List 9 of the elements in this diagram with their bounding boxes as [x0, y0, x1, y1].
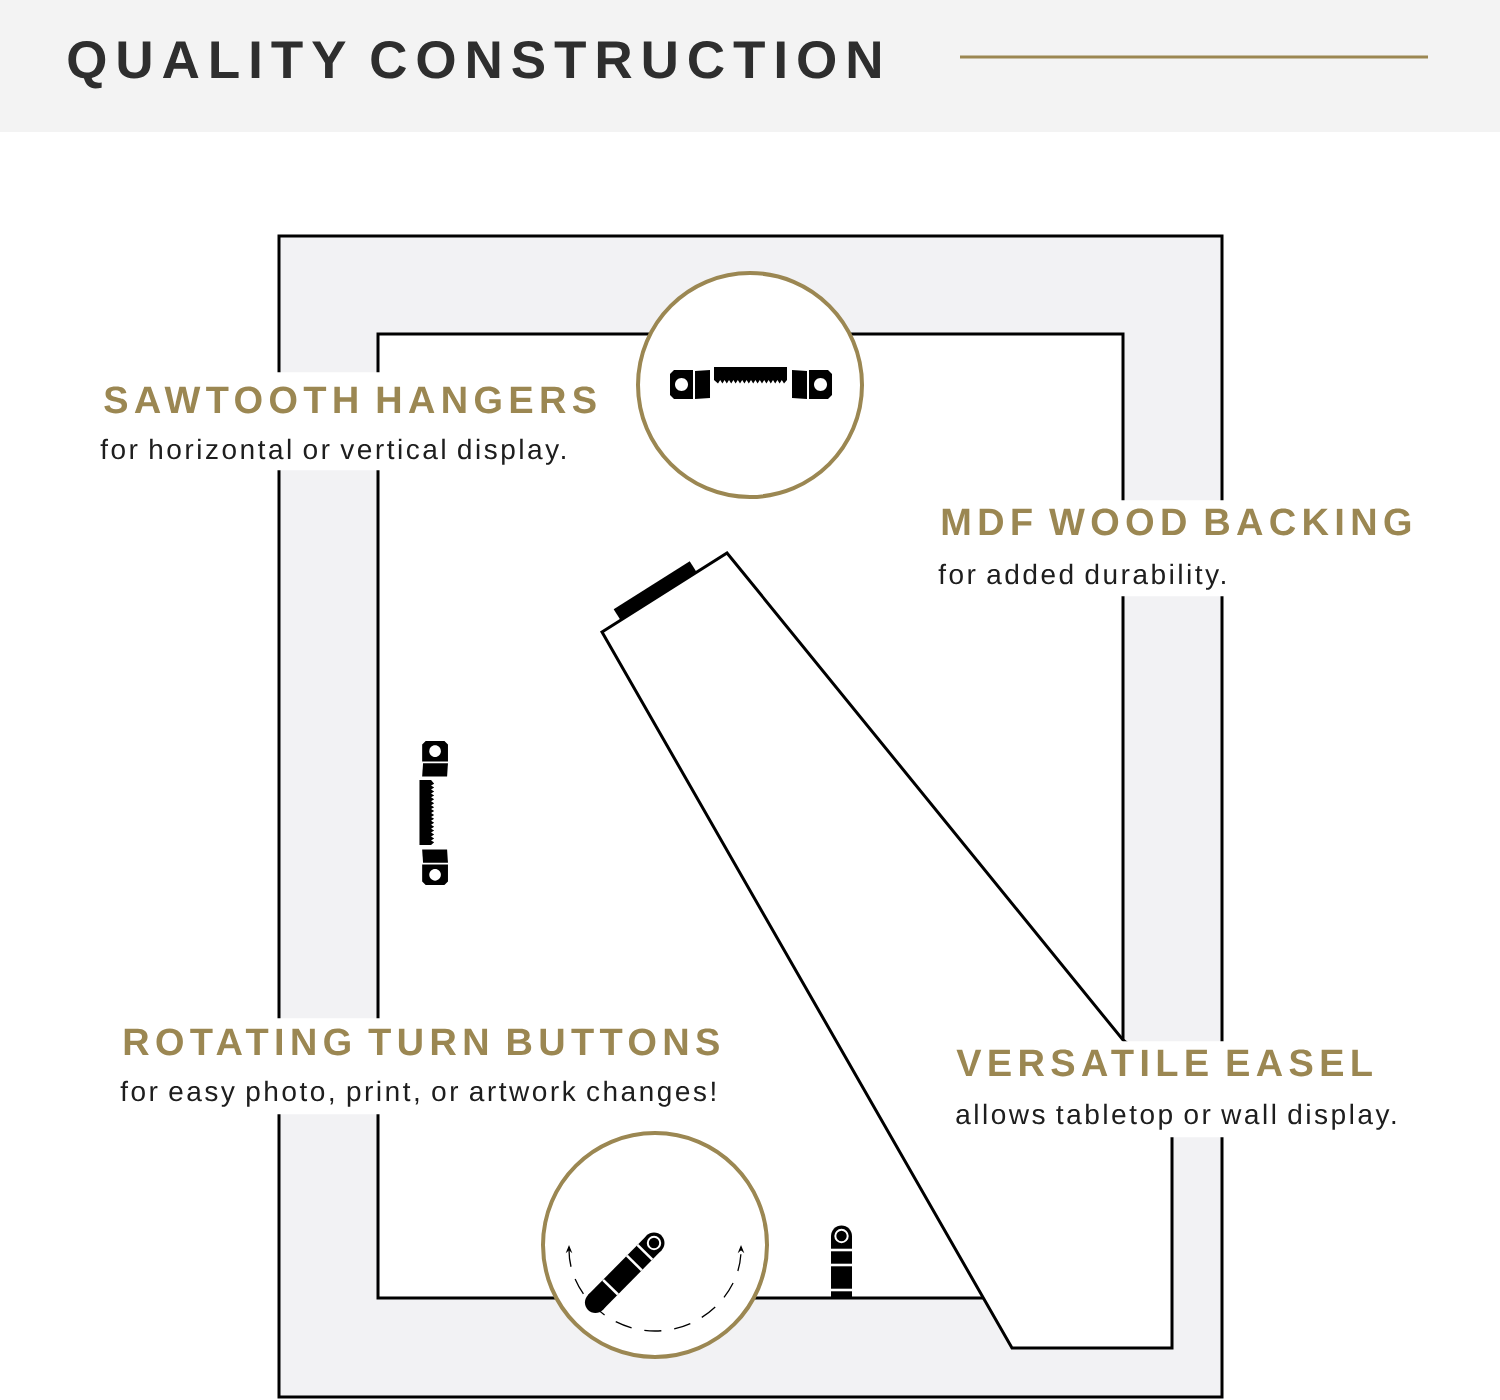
feature-description: for horizontal or vertical display. [100, 438, 565, 465]
feature-description: for easy photo, print, or artwork changes! [120, 1080, 715, 1107]
feature-heading: MDF WOOD BACKING [942, 508, 1411, 536]
title: QUALITY CONSTRUCTION [68, 41, 880, 89]
feature-description: allows tabletop or wall display. [956, 1103, 1396, 1130]
feature-heading: ROTATING TURN BUTTONS [124, 1028, 719, 1056]
feature-heading: SAWTOOTH HANGERS [104, 386, 596, 414]
feature-heading: VERSATILE EASEL [956, 1049, 1372, 1077]
feature-description: for added durability. [938, 563, 1225, 590]
